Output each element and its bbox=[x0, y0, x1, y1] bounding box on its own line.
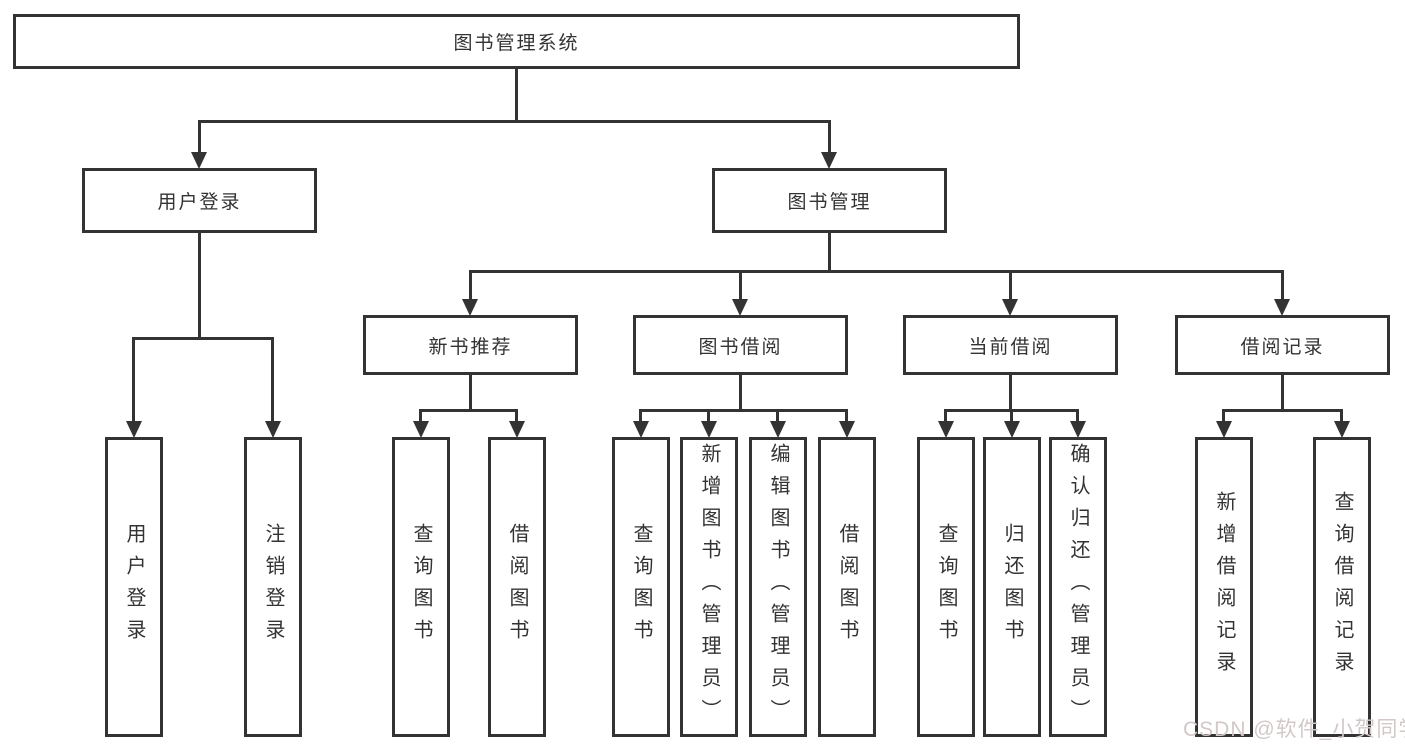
leaf-bb-edit-books-admin: 编辑图书（管理员） bbox=[749, 437, 807, 737]
leaf-bb-query-books: 查询图书 bbox=[612, 437, 670, 737]
leaf-user-login: 用户登录 bbox=[105, 437, 163, 737]
node-book-borrowing: 图书借阅 bbox=[633, 315, 848, 375]
arrowhead-cb-return bbox=[1004, 421, 1020, 438]
arrowhead-leaf-logout bbox=[265, 421, 281, 438]
arrowhead-bb-add bbox=[701, 421, 717, 438]
connector-stem-new-book-rec bbox=[469, 270, 472, 301]
connector-stem-user-login bbox=[198, 120, 201, 154]
connector-stem-cb-query bbox=[944, 409, 947, 423]
connector-stem-book-borrow bbox=[739, 270, 742, 301]
arrowhead-br-query bbox=[1334, 421, 1350, 438]
connector-level2-rail bbox=[198, 120, 831, 123]
arrowhead-current-borrow bbox=[1002, 299, 1018, 316]
arrowhead-cb-query bbox=[938, 421, 954, 438]
leaf-logout: 注销登录 bbox=[244, 437, 302, 737]
connector-stem-bb-edit bbox=[776, 409, 779, 423]
arrowhead-new-book-rec bbox=[462, 299, 478, 316]
connector-stem-borrow-record bbox=[1281, 270, 1284, 301]
connector-stem-leaf-logout bbox=[271, 337, 274, 423]
arrowhead-leaf-user-login bbox=[126, 421, 142, 438]
connector-stem-nbr-borrow bbox=[515, 409, 518, 423]
connector-stem-current-borrow bbox=[1009, 270, 1012, 301]
connector-bb-trunk bbox=[739, 375, 742, 412]
arrowhead-cb-confirm bbox=[1070, 421, 1086, 438]
node-library-management-system: 图书管理系统 bbox=[13, 14, 1020, 69]
leaf-br-add-record: 新增借阅记录 bbox=[1195, 437, 1253, 737]
leaf-br-query-record: 查询借阅记录 bbox=[1313, 437, 1371, 737]
connector-stem-bb-query bbox=[639, 409, 642, 423]
leaf-cb-query-books: 查询图书 bbox=[917, 437, 975, 737]
connector-stem-br-add bbox=[1222, 409, 1225, 423]
connector-stem-leaf-user-login bbox=[132, 337, 135, 423]
connector-stem-cb-confirm bbox=[1076, 409, 1079, 423]
connector-book-mgmt-trunk bbox=[828, 233, 831, 273]
connector-nbr-rail bbox=[419, 409, 518, 412]
connector-stem-bb-borrow bbox=[845, 409, 848, 423]
node-new-book-recommendation: 新书推荐 bbox=[363, 315, 578, 375]
connector-bb-rail bbox=[639, 409, 848, 412]
arrowhead-br-add bbox=[1216, 421, 1232, 438]
arrowhead-bb-query bbox=[633, 421, 649, 438]
connector-stem-book-mgmt bbox=[828, 120, 831, 154]
leaf-cb-confirm-return-admin: 确认归还（管理员） bbox=[1049, 437, 1107, 737]
leaf-bb-add-books-admin: 新增图书（管理员） bbox=[680, 437, 738, 737]
leaf-bb-borrow-books: 借阅图书 bbox=[818, 437, 876, 737]
node-user-login-group: 用户登录 bbox=[82, 168, 317, 233]
leaf-cb-return-books: 归还图书 bbox=[983, 437, 1041, 737]
csdn-watermark: CSDN @软件_小贺同学 bbox=[1183, 718, 1405, 741]
arrowhead-book-borrow bbox=[732, 299, 748, 316]
arrowhead-book-mgmt bbox=[821, 152, 837, 169]
connector-level3-rail bbox=[469, 270, 1284, 273]
connector-stem-nbr-query bbox=[419, 409, 422, 423]
connector-stem-bb-add bbox=[707, 409, 710, 423]
node-book-management-group: 图书管理 bbox=[712, 168, 947, 233]
connector-root-trunk bbox=[515, 69, 518, 123]
connector-user-login-trunk bbox=[198, 233, 201, 340]
arrowhead-bb-edit bbox=[770, 421, 786, 438]
node-borrowing-records: 借阅记录 bbox=[1175, 315, 1390, 375]
node-current-borrowing: 当前借阅 bbox=[903, 315, 1118, 375]
arrowhead-bb-borrow bbox=[839, 421, 855, 438]
connector-stem-cb-return bbox=[1010, 409, 1013, 423]
connector-stem-br-query bbox=[1340, 409, 1343, 423]
connector-br-rail bbox=[1222, 409, 1343, 412]
connector-nbr-trunk bbox=[469, 375, 472, 412]
leaf-nbr-query-books: 查询图书 bbox=[392, 437, 450, 737]
connector-br-trunk bbox=[1281, 375, 1284, 412]
connector-user-login-rail bbox=[132, 337, 274, 340]
arrowhead-nbr-borrow bbox=[509, 421, 525, 438]
connector-cb-trunk bbox=[1009, 375, 1012, 412]
arrowhead-user-login bbox=[191, 152, 207, 169]
arrowhead-nbr-query bbox=[413, 421, 429, 438]
arrowhead-borrow-record bbox=[1274, 299, 1290, 316]
leaf-nbr-borrow-books: 借阅图书 bbox=[488, 437, 546, 737]
